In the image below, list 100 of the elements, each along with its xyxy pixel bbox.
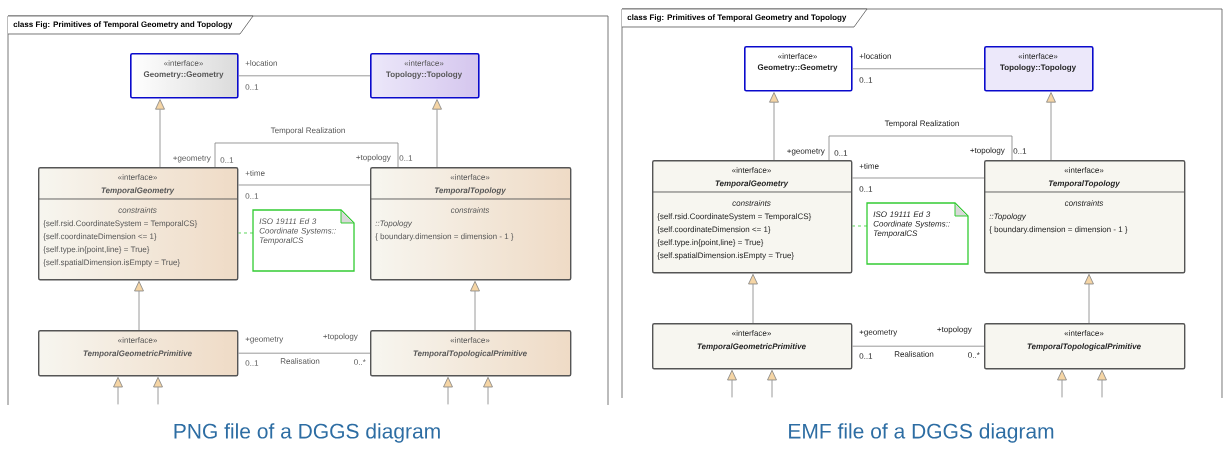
stereotype-label: «interface» <box>1064 167 1104 173</box>
multiplicity-label: 0..* <box>354 359 366 365</box>
association-line <box>238 352 371 354</box>
role-label: +time <box>245 170 265 176</box>
generalization-arrow <box>153 376 163 405</box>
generalization-arrow <box>1097 369 1107 398</box>
constraint-text: {self.spatialDimension.isEmpty = True} <box>657 252 794 260</box>
stereotype-label: «interface» <box>1018 53 1058 59</box>
compartment-heading: constraints <box>450 207 490 213</box>
generalization-arrow <box>134 280 144 331</box>
role-label: +geometry <box>245 336 284 344</box>
constraint-text: {self.type.in{point,line} = True} <box>43 246 150 254</box>
multiplicity-label: 0..1 <box>220 157 234 163</box>
multiplicity-label: 0..1 <box>859 77 873 83</box>
stereotype-label: «interface» <box>164 60 203 66</box>
constraint-text: {self.rsid.CoordinateSystem = TemporalCS} <box>43 220 198 228</box>
association-line <box>828 135 1013 161</box>
class-name: TemporalTopology <box>1048 180 1121 188</box>
edge-label: Temporal Realization <box>269 126 347 136</box>
role-label: +geometry <box>859 329 898 337</box>
interface-box <box>370 53 480 99</box>
constraint-text: { boundary.dimension = dimension - 1 } <box>989 226 1128 234</box>
constraint-text: { boundary.dimension = dimension - 1 } <box>375 233 514 241</box>
constraint-text: {self.coordinateDimension <= 1} <box>43 233 157 241</box>
multiplicity-label: 0..1 <box>834 150 848 156</box>
generalization-arrow <box>1046 92 1056 161</box>
class-name: TemporalGeometry <box>101 187 175 195</box>
generalization-arrow <box>769 92 779 161</box>
constraint-text: {self.spatialDimension.isEmpty = True} <box>43 259 180 267</box>
constraint-text: ::Topology <box>989 213 1027 221</box>
class-name: TemporalGeometricPrimitive <box>697 343 806 351</box>
class-name: TemporalGeometricPrimitive <box>83 350 192 358</box>
association-line <box>238 75 371 77</box>
class-name: Topology::Topology <box>1000 64 1077 72</box>
generalization-arrow <box>155 99 165 168</box>
generalization-arrow <box>727 369 737 398</box>
constraint-text: ::Topology <box>375 220 413 228</box>
multiplicity-label: 0..1 <box>245 193 259 199</box>
stereotype-label: «interface» <box>1064 330 1104 336</box>
compartment-heading: constraints <box>1064 200 1104 206</box>
class-name: TemporalTopology <box>434 187 507 195</box>
constraint-text: {self.type.in{point,line} = True} <box>657 239 764 247</box>
interface-box <box>651 160 853 274</box>
note-text: ISO 19111 Ed 3 Coordinate Systems:: TemporalCS <box>259 218 336 245</box>
role-label: +topology <box>970 147 1005 155</box>
diagram-frame <box>621 8 1223 399</box>
stereotype-label: «interface» <box>118 174 157 180</box>
interface-box <box>983 160 1186 274</box>
stereotype-label: «interface» <box>118 337 157 343</box>
association-line <box>852 345 985 347</box>
compartment-heading: constraints <box>732 200 771 206</box>
association-line <box>852 177 985 179</box>
class-name: Geometry::Geometry <box>757 64 838 72</box>
diagram-frame <box>7 15 609 406</box>
edge-label: Realisation <box>279 357 321 365</box>
stereotype-label: «interface» <box>732 330 771 336</box>
role-label: +time <box>859 163 879 169</box>
constraint-text: {self.coordinateDimension <= 1} <box>657 226 771 234</box>
multiplicity-label: 0..1 <box>859 186 873 192</box>
generalization-arrow <box>432 99 442 168</box>
class-name: Geometry::Geometry <box>143 71 224 79</box>
role-label: +topology <box>356 154 391 162</box>
edge-label: Realisation <box>893 350 935 358</box>
constraint-text: {self.rsid.CoordinateSystem = TemporalCS} <box>657 213 812 221</box>
association-line <box>238 184 371 186</box>
stereotype-label: «interface» <box>404 60 444 66</box>
class-name: TemporalTopologicalPrimitive <box>1027 343 1141 351</box>
association-line <box>214 142 399 168</box>
class-name: Topology::Topology <box>386 71 463 79</box>
role-label: +location <box>859 53 891 59</box>
caption: EMF file of a DGGS diagram <box>789 423 1054 443</box>
note-text: ISO 19111 Ed 3 Coordinate Systems:: TemporalCS <box>873 211 950 238</box>
generalization-arrow <box>1084 273 1094 324</box>
interface-box <box>38 330 239 377</box>
generalization-arrow <box>470 280 480 331</box>
multiplicity-label: 0..1 <box>399 155 413 161</box>
multiplicity-label: 0..1 <box>1013 148 1027 154</box>
interface-box <box>744 46 853 92</box>
stereotype-label: «interface» <box>732 167 771 173</box>
association-line <box>852 68 985 70</box>
note-link <box>238 232 254 234</box>
interface-box <box>984 323 1186 370</box>
multiplicity-label: 0..1 <box>245 360 259 366</box>
stereotype-label: «interface» <box>778 53 817 59</box>
generalization-arrow <box>113 376 123 405</box>
multiplicity-label: 0..1 <box>859 353 873 359</box>
interface-box <box>652 323 853 370</box>
role-label: +geometry <box>787 148 825 156</box>
interface-box <box>130 53 239 99</box>
note-box <box>252 209 355 272</box>
note-box <box>866 202 969 265</box>
generalization-arrow <box>748 273 758 324</box>
frame-title: class Fig: Primitives of Temporal Geometry and Topology <box>627 14 847 22</box>
generalization-arrow <box>483 376 493 405</box>
generalization-arrow <box>443 376 453 405</box>
note-link <box>852 225 868 227</box>
interface-box <box>37 167 239 281</box>
class-name: TemporalGeometry <box>715 180 789 188</box>
stereotype-label: «interface» <box>450 174 490 180</box>
generalization-arrow <box>1057 369 1067 398</box>
